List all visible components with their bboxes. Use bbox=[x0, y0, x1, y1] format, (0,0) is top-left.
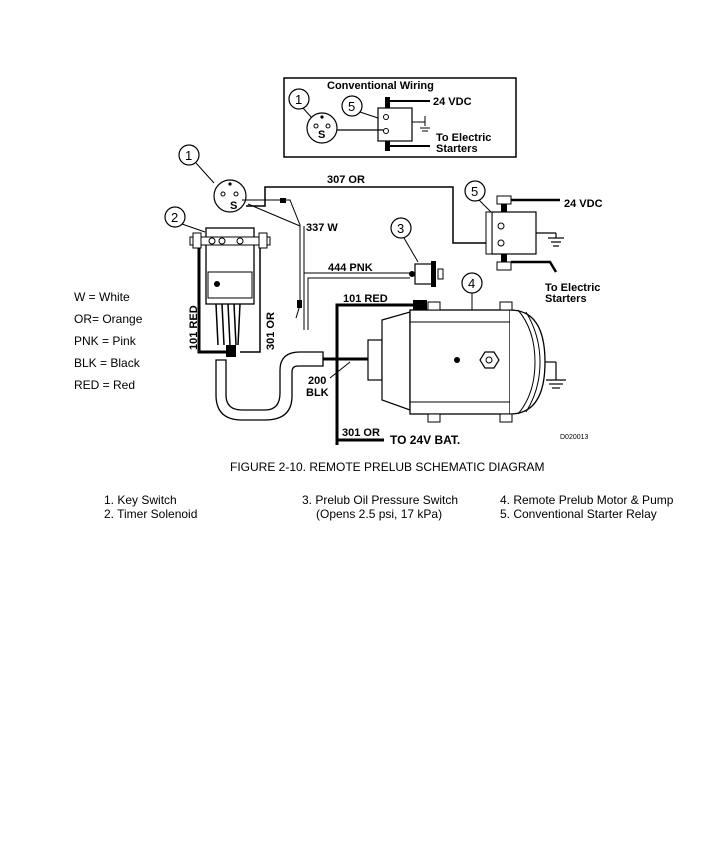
parts-list-col3: 4. Remote Prelub Motor & Pump 5. Convent… bbox=[500, 493, 673, 521]
wire-337-w bbox=[242, 199, 301, 319]
wire-200-label-line1: 200 bbox=[308, 375, 326, 387]
part-item: 1. Key Switch bbox=[104, 493, 177, 507]
timer-solenoid-callout bbox=[164, 206, 186, 228]
inset-frame bbox=[283, 77, 517, 158]
battery-label: TO 24V BAT. bbox=[390, 433, 460, 447]
inset-starter-relay-callout bbox=[341, 95, 363, 117]
color-legend: W = White OR= Orange PNK = Pink BLK = Bl… bbox=[74, 286, 142, 396]
wire-444-pnk bbox=[307, 277, 410, 330]
inset-starter-relay-number: 5 bbox=[348, 99, 355, 114]
part-item: 4. Remote Prelub Motor & Pump bbox=[500, 493, 674, 507]
wire-337-label: 337 W bbox=[306, 222, 338, 234]
inset-starters-label-line1: To Electric bbox=[436, 132, 491, 144]
parts-list-col1: 1. Key Switch 2. Timer Solenoid bbox=[104, 493, 197, 521]
starters-label-line1: To Electric bbox=[545, 282, 600, 294]
wire-307-label: 307 OR bbox=[327, 174, 365, 186]
wire-301-vertical-label: 301 OR bbox=[265, 312, 277, 350]
key-switch-number: 1 bbox=[185, 148, 192, 163]
inset-key-switch-s: S bbox=[318, 129, 325, 141]
conventional-starter-relay: 5 bbox=[464, 180, 564, 273]
part-item: 5. Conventional Starter Relay bbox=[500, 507, 657, 521]
parts-list-col2: 3. Prelub Oil Pressure Switch (Opens 2.5… bbox=[302, 493, 458, 521]
inset-key-switch bbox=[306, 112, 338, 144]
key-switch-callout bbox=[178, 144, 200, 166]
motor-pump-number: 4 bbox=[468, 276, 475, 291]
inset-key-switch-callout bbox=[288, 88, 310, 110]
oil-pressure-switch-number: 3 bbox=[397, 221, 404, 236]
starters-label-line2: Starters bbox=[545, 293, 587, 305]
inset-starters-label-line2: Starters bbox=[436, 143, 478, 155]
oil-pressure-switch: 3 bbox=[390, 217, 444, 287]
figure-caption: FIGURE 2-10. REMOTE PRELUB SCHEMATIC DIA… bbox=[230, 460, 545, 474]
part-item: 2. Timer Solenoid bbox=[104, 507, 198, 521]
wire-101-red-top bbox=[335, 303, 413, 445]
starter-relay-callout bbox=[464, 180, 486, 202]
key-switch-s: S bbox=[230, 200, 237, 212]
legend-item: BLK = Black bbox=[74, 356, 140, 370]
timer-solenoid-number: 2 bbox=[171, 210, 178, 225]
part-item: 3. Prelub Oil Pressure Switch bbox=[302, 493, 459, 507]
legend-item: RED = Red bbox=[74, 378, 136, 392]
wire-101-red-vertical bbox=[197, 248, 226, 354]
oil-pressure-switch-callout bbox=[390, 217, 412, 239]
wire-307-or bbox=[246, 186, 492, 244]
legend-item: PNK = Pink bbox=[74, 334, 136, 348]
wire-301-bottom-label: 301 OR bbox=[342, 427, 380, 439]
inset-title: Conventional Wiring bbox=[327, 80, 434, 92]
key-switch-body bbox=[213, 179, 247, 213]
key-switch: 1 S bbox=[178, 144, 247, 213]
vdc-label: 24 VDC bbox=[564, 198, 603, 210]
inset-vdc-label: 24 VDC bbox=[433, 96, 472, 108]
wire-200-label-line2: BLK bbox=[306, 387, 329, 399]
part-item-note: (Opens 2.5 psi, 17 kPa) bbox=[316, 507, 443, 521]
wire-101-top-label: 101 RED bbox=[343, 293, 388, 305]
wiring-harness bbox=[215, 351, 324, 421]
wire-101-vertical-label: 101 RED bbox=[188, 305, 200, 350]
drawing-id: D020013 bbox=[560, 434, 589, 441]
legend-item: OR= Orange bbox=[74, 312, 143, 326]
conventional-wiring-inset: Conventional Wiring 1 S 5 24 VDC To Elec… bbox=[283, 77, 517, 158]
wire-444-label: 444 PNK bbox=[328, 262, 373, 274]
wire-301-or-vertical bbox=[240, 248, 261, 353]
timer-solenoid: 2 bbox=[164, 206, 271, 357]
prelub-motor-pump: 4 bbox=[367, 272, 566, 423]
starter-relay-body bbox=[491, 211, 537, 255]
inset-key-switch-number: 1 bbox=[295, 92, 302, 107]
legend-item: W = White bbox=[74, 290, 130, 304]
inset-starter-relay bbox=[377, 107, 413, 142]
starter-relay-number: 5 bbox=[471, 184, 478, 199]
